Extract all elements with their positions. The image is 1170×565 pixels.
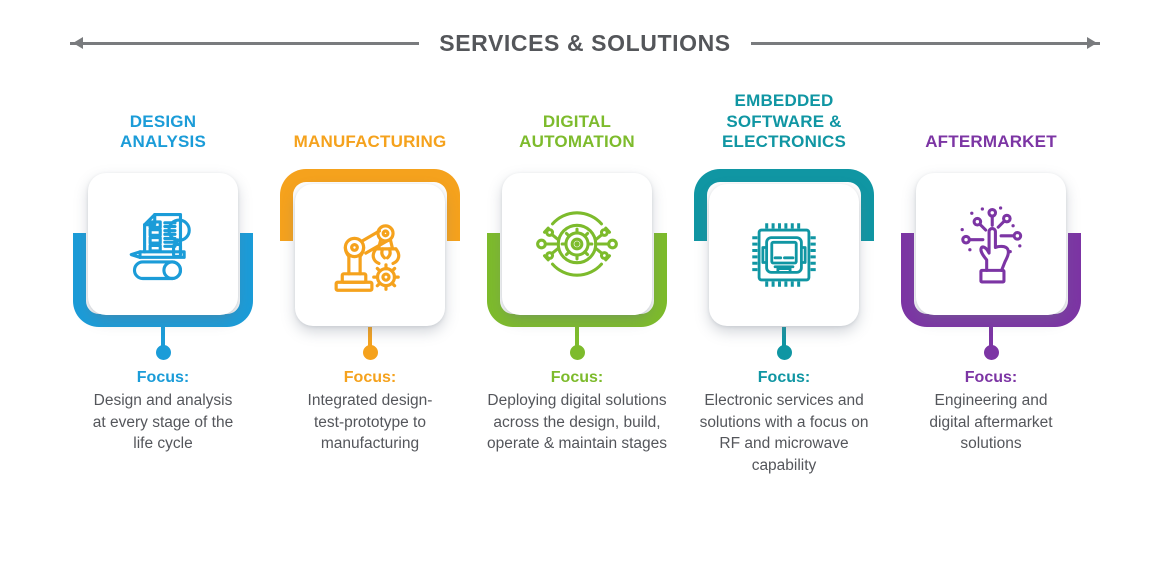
service-title: EMBEDDED SOFTWARE & ELECTRONICS — [721, 90, 847, 152]
icon-card — [295, 184, 445, 326]
focus-label: Focus: — [550, 369, 604, 386]
service-column-digital-automation: DIGITAL AUTOMATION — [479, 95, 675, 477]
connector-stem — [368, 327, 372, 346]
connector-dot — [983, 345, 999, 360]
connector-dot — [569, 345, 585, 360]
bracket-shape — [280, 169, 460, 241]
service-column-embedded-software-electronics: EMBEDDED SOFTWARE & ELECTRONICS — [686, 90, 882, 477]
bracket-shape — [694, 169, 874, 241]
connector-stem — [575, 327, 579, 346]
service-title: DESIGN ANALYSIS — [120, 111, 206, 152]
focus-description: Electronic services and solutions with a… — [699, 392, 869, 475]
service-graphic — [73, 169, 253, 327]
connector-stem — [989, 327, 993, 346]
icon-card — [502, 173, 652, 315]
design-document-magnifier-icon — [129, 212, 191, 281]
services-row: DESIGN ANALYSIS — [0, 90, 1170, 477]
hand-touch-circuit-icon — [960, 206, 1023, 284]
service-title: DIGITAL AUTOMATION — [519, 111, 635, 152]
service-title: AFTERMARKET — [925, 132, 1057, 152]
service-title: MANUFACTURING — [293, 132, 447, 152]
robot-arm-gear-icon — [334, 224, 401, 292]
connector-dot — [776, 345, 792, 360]
focus-description: Integrated design-test-prototype to manu… — [307, 392, 433, 453]
focus-description: Deploying digital solutions across the d… — [486, 392, 668, 453]
service-graphic — [487, 169, 667, 327]
gear-circuit-icon — [536, 211, 618, 277]
connector-stem — [161, 327, 165, 346]
focus-label: Focus: — [343, 369, 397, 386]
focus-label: Focus: — [964, 369, 1018, 386]
bracket-shape — [901, 233, 1081, 327]
service-graphic — [694, 169, 874, 327]
service-column-manufacturing: MANUFACTURING — [272, 95, 468, 477]
header: SERVICES & SOLUTIONS — [70, 30, 1100, 57]
connector-stem — [782, 327, 786, 346]
focus-description: Engineering and digital aftermarket solu… — [929, 392, 1053, 453]
bracket-shape — [487, 233, 667, 327]
connector-dot — [362, 345, 378, 360]
icon-card — [916, 173, 1066, 315]
focus-label: Focus: — [136, 369, 190, 386]
focus-label: Focus: — [757, 369, 811, 386]
service-column-design-analysis: DESIGN ANALYSIS — [65, 95, 261, 477]
icon-card — [88, 173, 238, 315]
service-column-aftermarket: AFTERMARKET — [893, 95, 1089, 477]
connector-dot — [155, 345, 171, 360]
bracket-shape — [73, 233, 253, 327]
arrow-left-icon — [70, 37, 420, 49]
focus-description: Design and analysis at every stage of th… — [92, 392, 234, 453]
icon-card — [709, 184, 859, 326]
page-title: SERVICES & SOLUTIONS — [439, 30, 731, 56]
service-graphic — [901, 169, 1081, 327]
arrow-right-icon — [750, 37, 1100, 49]
service-graphic — [280, 169, 460, 327]
microchip-icon — [752, 223, 816, 287]
